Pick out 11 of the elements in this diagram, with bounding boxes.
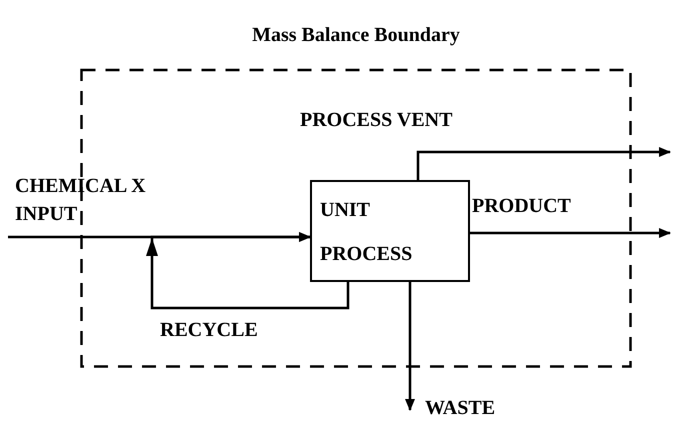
edge-label: PRODUCT (472, 194, 571, 218)
edge-label: PROCESS VENT (300, 108, 452, 132)
edge-label: RECYCLE (160, 318, 258, 342)
process-box: UNIT PROCESS (310, 180, 470, 282)
arrow (405, 282, 415, 411)
arrow (416, 147, 671, 180)
boundary-title: Mass Balance Boundary (251, 23, 461, 47)
edge-label: WASTE (425, 396, 496, 420)
arrow (146, 232, 350, 310)
arrow (470, 228, 671, 238)
edge-label: CHEMICAL X INPUT (15, 174, 147, 227)
